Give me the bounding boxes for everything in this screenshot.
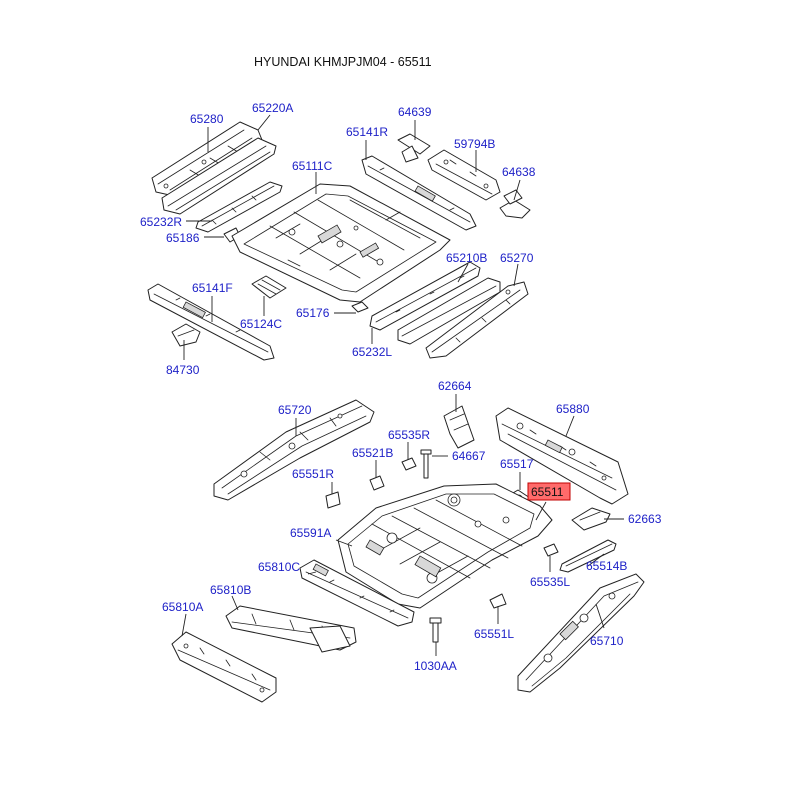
- part-64638-drawing: [499, 189, 531, 219]
- part-65514B-drawing: [559, 539, 617, 573]
- callout-65176[interactable]: 65176: [296, 306, 330, 320]
- callout-65186[interactable]: 65186: [166, 231, 200, 245]
- callout-64638[interactable]: 64638: [502, 165, 536, 179]
- callout-65535L[interactable]: 65535L: [530, 575, 570, 589]
- callout-84730[interactable]: 84730: [166, 363, 200, 377]
- highlight-box: [527, 482, 571, 501]
- part-59794B-drawing: [427, 149, 501, 201]
- callout-65220A[interactable]: 65220A: [252, 101, 293, 115]
- callout-65535R[interactable]: 65535R: [388, 428, 430, 442]
- callout-65511-highlighted[interactable]: 65511: [527, 482, 571, 501]
- part-65880-drawing: [495, 407, 629, 505]
- part-65535L-drawing: [543, 543, 559, 557]
- part-65810A-drawing: [171, 631, 277, 703]
- callout-65810C[interactable]: 65810C: [258, 560, 300, 574]
- callout-65551L[interactable]: 65551L: [474, 627, 514, 641]
- part-65551R-drawing: [325, 491, 341, 509]
- part-65220A-drawing: [161, 137, 277, 215]
- part-65810B-drawing: [225, 605, 357, 653]
- callout-1030AA[interactable]: 1030AA: [414, 659, 457, 673]
- part-65232R-drawing: [195, 181, 283, 233]
- part-65270-drawing: [425, 281, 529, 359]
- part-65141R-drawing: [361, 155, 477, 231]
- part-64639-drawing: [397, 133, 431, 163]
- diagram-title: HYUNDAI KHMJPJM04 - 65511: [254, 55, 432, 69]
- callout-65124C[interactable]: 65124C: [240, 317, 282, 331]
- callout-65141R[interactable]: 65141R: [346, 125, 388, 139]
- callout-65551R[interactable]: 65551R: [292, 467, 334, 481]
- part-65710-drawing: [517, 573, 645, 693]
- part-64667-drawing: [420, 449, 432, 479]
- callout-65591A[interactable]: 65591A: [290, 526, 331, 540]
- part-84730-drawing: [171, 323, 201, 347]
- part-65280-drawing: [151, 121, 263, 197]
- leader-lines: [181, 114, 624, 656]
- callout-62664[interactable]: 62664: [438, 379, 472, 393]
- callout-65511[interactable]: 65511: [531, 485, 564, 499]
- callout-64667[interactable]: 64667: [452, 449, 486, 463]
- callout-64639[interactable]: 64639: [398, 105, 432, 119]
- callout-65270[interactable]: 65270: [500, 251, 534, 265]
- callout-65517[interactable]: 65517: [500, 457, 534, 471]
- callout-65280[interactable]: 65280: [190, 112, 224, 126]
- callout-65710[interactable]: 65710: [590, 634, 624, 648]
- part-65141F-drawing: [147, 283, 275, 361]
- callout-65880[interactable]: 65880: [556, 402, 590, 416]
- callout-62663[interactable]: 62663: [628, 512, 662, 526]
- callout-65514B[interactable]: 65514B: [586, 559, 627, 573]
- callout-65521B[interactable]: 65521B: [352, 446, 393, 460]
- part-65810C-drawing: [299, 559, 415, 627]
- callout-65232R[interactable]: 65232R: [140, 215, 182, 229]
- part-65124C-drawing: [251, 275, 287, 299]
- callout-59794B[interactable]: 59794B: [454, 137, 495, 151]
- part-1030AA-drawing: [429, 617, 442, 643]
- part-65535R-drawing: [401, 457, 417, 471]
- part-65111C-drawing: [231, 183, 451, 303]
- part-65521B-drawing: [369, 475, 385, 491]
- callout-65210B[interactable]: 65210B: [446, 251, 487, 265]
- part-62663-drawing: [571, 507, 611, 531]
- callout-65232L[interactable]: 65232L: [352, 345, 392, 359]
- callout-65810A[interactable]: 65810A: [162, 600, 203, 614]
- part-65232L-drawing: [369, 261, 481, 331]
- callout-65141F[interactable]: 65141F: [192, 281, 233, 295]
- callout-65720[interactable]: 65720: [278, 403, 312, 417]
- part-62664-drawing: [443, 405, 475, 449]
- callout-65111C[interactable]: 65111C: [292, 159, 333, 173]
- part-65176-drawing: [351, 301, 369, 313]
- callout-65810B[interactable]: 65810B: [210, 583, 251, 597]
- part-65551L-drawing: [489, 593, 507, 609]
- callout-labels: 65280 65220A 64639 65141R 59794B 65111C …: [140, 101, 662, 673]
- part-65720-drawing: [213, 399, 375, 501]
